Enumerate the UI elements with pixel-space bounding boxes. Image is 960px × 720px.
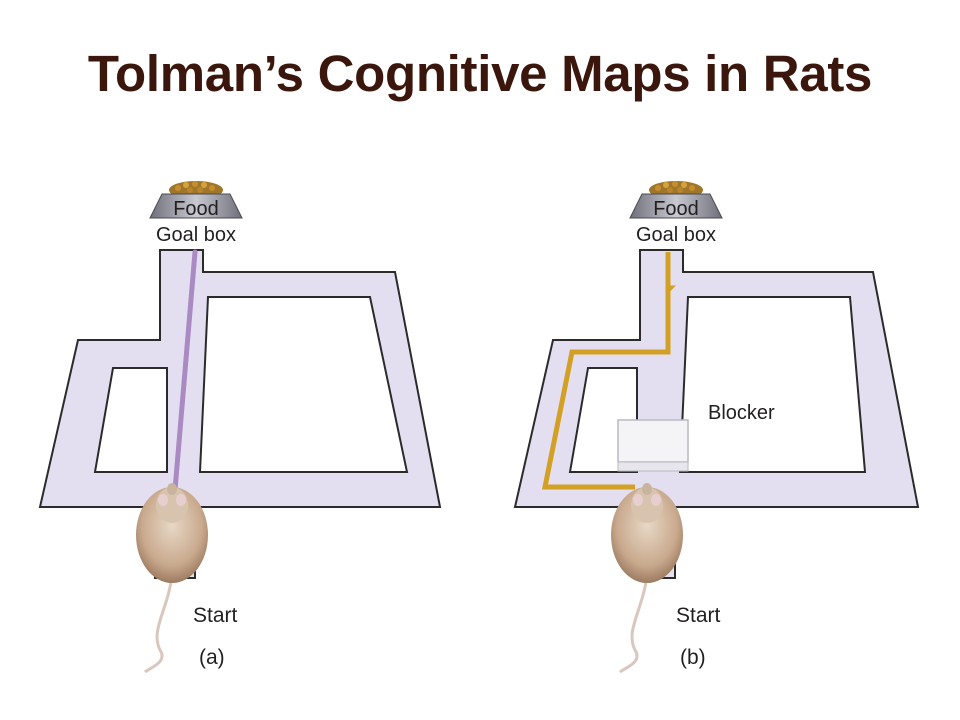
detour-route-line (541, 252, 677, 490)
panel-label: (a) (199, 646, 225, 669)
goal-box-label: Goal box (636, 224, 716, 246)
food-bowl-icon (149, 181, 243, 219)
maze-corridors (38, 249, 442, 579)
start-label: Start (193, 604, 238, 627)
slide-title: Tolman’s Cognitive Maps in Rats (87, 45, 873, 102)
food-label: Food (173, 198, 219, 220)
blocker-label: Blocker (708, 402, 775, 424)
goal-box-label: Goal box (156, 224, 236, 246)
panel-label: (b) (680, 646, 706, 669)
blocker (617, 419, 689, 472)
rat-icon (136, 483, 208, 674)
maze-a (38, 249, 442, 579)
rat-icon (611, 483, 683, 674)
food-label: Food (653, 198, 699, 220)
food-bowl-icon (629, 181, 723, 219)
route-line (172, 249, 198, 493)
panel-a: Food Goal box Start (a) (38, 181, 442, 674)
start-label: Start (676, 604, 721, 627)
panel-b: Food Goal box Blocker Start (b) (513, 181, 920, 674)
